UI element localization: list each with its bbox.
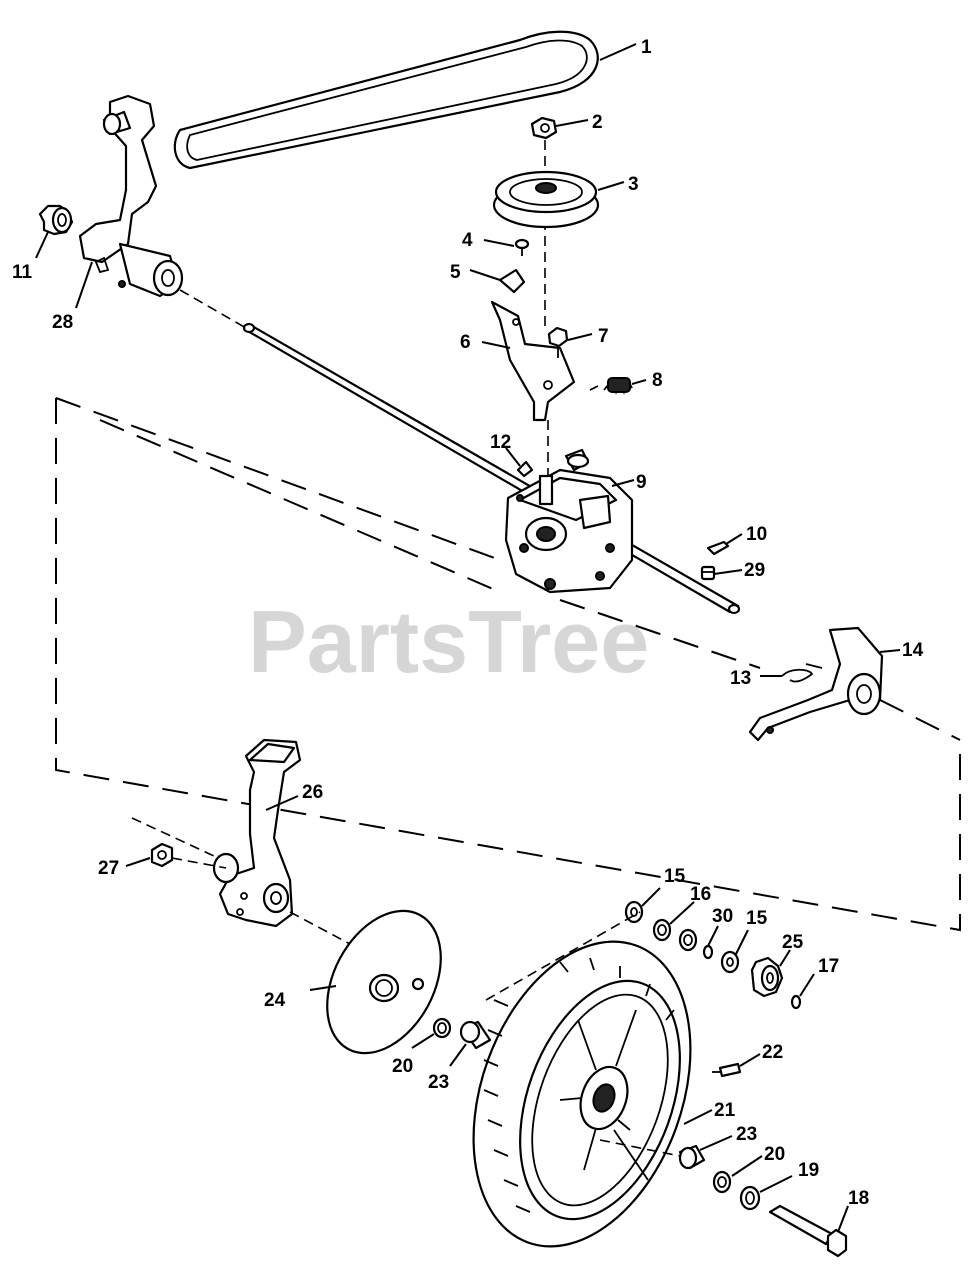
pulley-nut[interactable] (530, 116, 558, 140)
washer-20b[interactable] (712, 1170, 732, 1194)
callout-23a: 23 (428, 1072, 449, 1093)
retaining-ring-17[interactable] (790, 994, 802, 1010)
callout-27: 27 (98, 858, 119, 879)
drive-disc[interactable] (304, 891, 464, 1072)
callout-21: 21 (714, 1100, 736, 1121)
set-screw[interactable] (700, 565, 716, 581)
callout-labels: 1 2 3 4 5 6 7 8 9 10 11 12 13 14 15 15 1… (12, 37, 924, 1209)
wheel-bolt[interactable] (768, 1204, 848, 1258)
woodruff-key-10[interactable] (706, 540, 730, 556)
callout-30: 30 (712, 906, 733, 927)
washer-19[interactable] (739, 1185, 761, 1211)
callout-29: 29 (744, 560, 765, 581)
callout-28: 28 (52, 312, 73, 333)
screw-small[interactable] (514, 238, 530, 256)
callout-3: 3 (628, 174, 639, 195)
retaining-ring-30[interactable] (702, 944, 714, 960)
leader-lines (35, 43, 901, 1233)
callout-26: 26 (302, 782, 323, 803)
callout-15b: 15 (746, 908, 768, 929)
hex-bolt[interactable] (547, 326, 569, 358)
callout-7: 7 (598, 326, 609, 347)
wire-clip[interactable] (781, 663, 823, 683)
bushing-23a[interactable] (459, 1020, 492, 1050)
callout-15a: 15 (664, 866, 686, 887)
housing-outline (55, 397, 961, 932)
height-adjuster-28[interactable] (78, 94, 184, 298)
callout-14: 14 (902, 640, 924, 661)
callout-24: 24 (264, 990, 286, 1011)
drive-pulley[interactable] (492, 170, 600, 229)
callout-4: 4 (462, 230, 473, 251)
callout-1: 1 (641, 37, 652, 58)
tension-spring[interactable] (589, 377, 633, 395)
callout-9: 9 (636, 472, 647, 493)
washer-16a[interactable] (652, 918, 672, 942)
woodruff-key-12[interactable] (516, 460, 534, 478)
watermark: PartsTree (248, 592, 649, 691)
callout-17: 17 (818, 956, 839, 977)
callout-8: 8 (652, 370, 663, 391)
clip-bracket[interactable] (498, 268, 526, 294)
transmission[interactable] (504, 448, 634, 594)
wheel[interactable] (434, 911, 730, 1276)
grease-fitting[interactable] (712, 1062, 742, 1078)
callout-13: 13 (730, 668, 751, 689)
pinion-gear-11[interactable] (38, 204, 74, 236)
washer-20a[interactable] (432, 1017, 452, 1039)
control-bracket[interactable] (490, 300, 576, 422)
callout-20b: 20 (764, 1144, 785, 1165)
callout-19: 19 (798, 1160, 819, 1181)
callout-11: 11 (12, 262, 33, 283)
lock-nut[interactable] (150, 842, 174, 868)
callout-25: 25 (782, 932, 804, 953)
callout-16: 16 (690, 884, 711, 905)
shift-bracket[interactable] (748, 626, 884, 742)
callout-10: 10 (746, 524, 767, 545)
callout-5: 5 (450, 262, 461, 283)
drive-belt[interactable] (173, 30, 599, 170)
callout-20a: 20 (392, 1056, 413, 1077)
callout-2: 2 (592, 112, 603, 133)
drive-shaft[interactable] (242, 322, 741, 615)
callout-22: 22 (762, 1042, 783, 1063)
callout-12: 12 (490, 432, 511, 453)
bushing-23b[interactable] (678, 1144, 706, 1170)
washer-15b[interactable] (720, 950, 740, 974)
callout-23b: 23 (736, 1124, 757, 1145)
callout-6: 6 (460, 332, 471, 353)
callout-18: 18 (848, 1188, 869, 1209)
washer-16b[interactable] (678, 928, 698, 952)
height-adjuster-26[interactable] (212, 738, 302, 928)
pinion-gear-25[interactable] (750, 956, 784, 998)
